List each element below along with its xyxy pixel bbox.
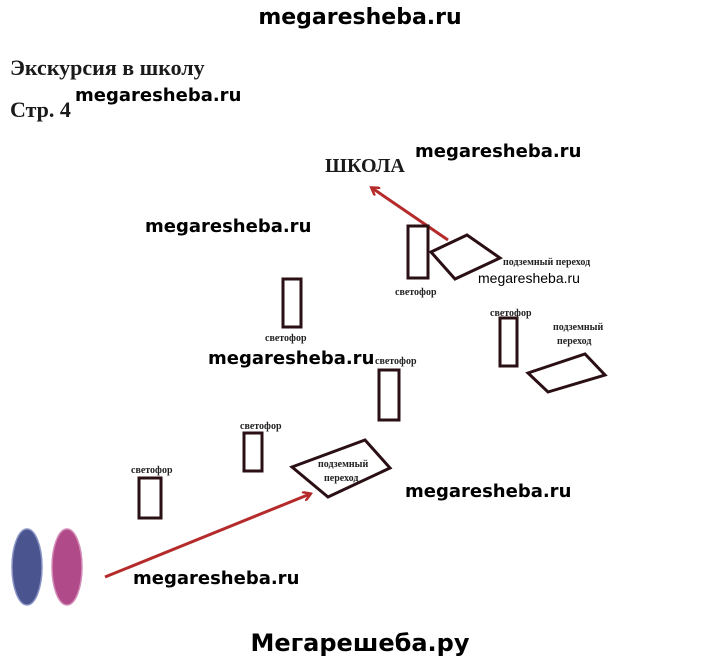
watermark: megaresheba.ru [133, 568, 299, 589]
footer-watermark: Мегарешеба.ру [250, 629, 469, 657]
route-arrow-start [104, 494, 310, 579]
traffic-light [281, 277, 303, 329]
route-arrow-to-school [372, 188, 449, 242]
traffic-light [242, 431, 264, 473]
child-pink [51, 528, 83, 606]
watermark: megaresheba.ru [75, 85, 241, 106]
underpass [525, 352, 608, 394]
underpass-label: подземный переход [503, 257, 590, 268]
underpass [428, 233, 503, 281]
traffic-light [377, 368, 401, 422]
watermark: megaresheba.ru [415, 141, 581, 162]
traffic-light-label: светофор [375, 356, 417, 367]
page-title: Экскурсия в школу [10, 55, 205, 80]
underpass-label: переход [324, 473, 358, 484]
underpass-label: подземный [318, 459, 368, 470]
traffic-light-label: светофор [265, 333, 307, 344]
traffic-light [498, 316, 519, 368]
watermark: megaresheba.ru [478, 270, 580, 286]
school-label: ШКОЛА [325, 155, 405, 177]
watermark: megaresheba.ru [405, 481, 571, 502]
watermark-top: megaresheba.ru [258, 5, 461, 30]
watermark: megaresheba.ru [145, 216, 311, 237]
traffic-light-label: светофор [490, 308, 532, 319]
traffic-light-label: светофор [395, 287, 437, 298]
watermark: megaresheba.ru [208, 348, 374, 369]
traffic-light [137, 476, 163, 520]
page-number: Стр. 4 [10, 97, 71, 122]
underpass-label: переход [557, 336, 591, 347]
underpass-label: подземный [553, 322, 603, 333]
child-blue [11, 528, 43, 606]
traffic-light [406, 224, 430, 280]
traffic-light-label: светофор [240, 421, 282, 432]
underpass [289, 438, 393, 499]
traffic-light-label: светофор [131, 465, 173, 476]
